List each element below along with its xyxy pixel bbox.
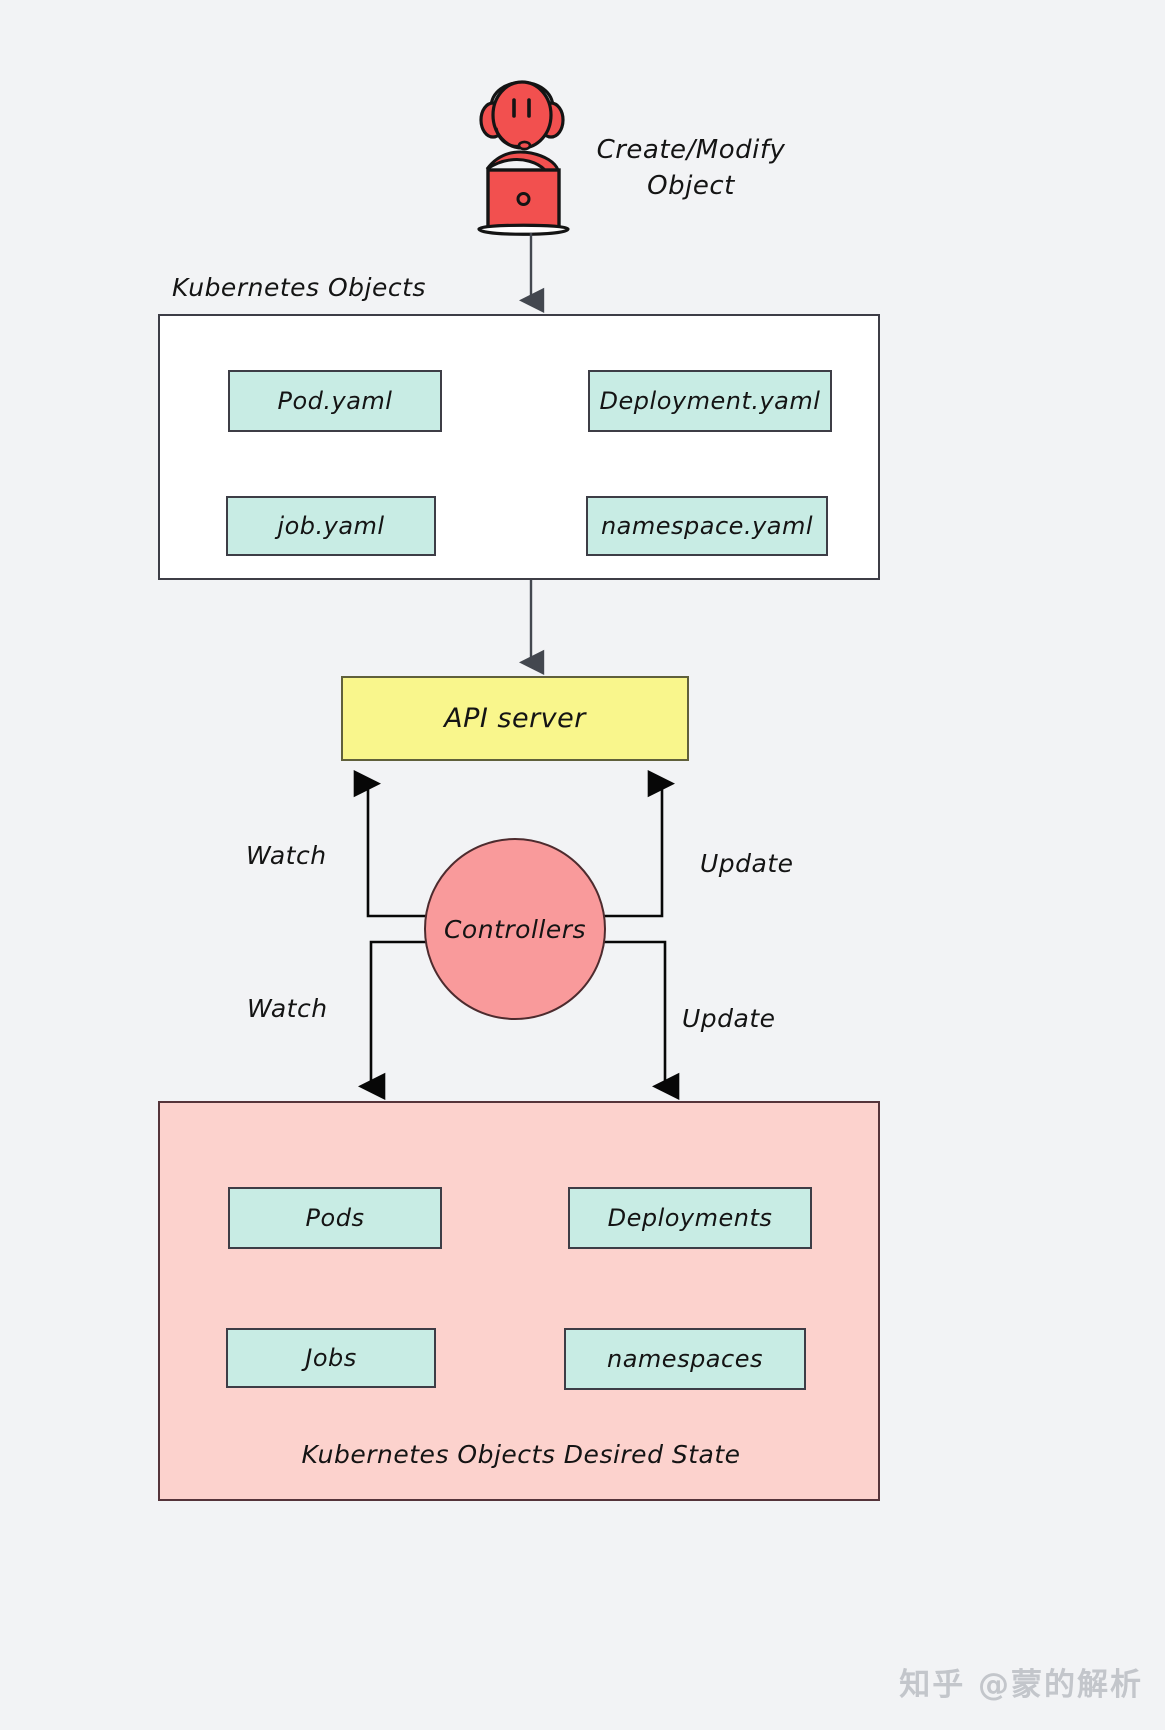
chip-deployment-yaml[interactable]: Deployment.yaml <box>588 370 832 432</box>
edge-label-watch-bottom: Watch <box>247 994 328 1023</box>
chip-namespaces[interactable]: namespaces <box>564 1328 806 1390</box>
chip-pods[interactable]: Pods <box>228 1187 442 1249</box>
chip-pod-yaml[interactable]: Pod.yaml <box>228 370 442 432</box>
chip-job-yaml[interactable]: job.yaml <box>226 496 436 556</box>
controllers-node[interactable]: Controllers <box>424 838 606 1020</box>
desired-state-panel: Pods Deployments Jobs namespaces Kuberne… <box>158 1101 880 1501</box>
desired-state-caption: Kubernetes Objects Desired State <box>301 1440 741 1469</box>
actor-label-line2: Object <box>647 171 735 201</box>
k8s-objects-panel: Pod.yaml Deployment.yaml job.yaml namesp… <box>158 314 880 580</box>
watermark: 知乎 @蒙的解析 <box>899 1667 1143 1703</box>
actor-label-line1: Create/Modify <box>596 135 786 165</box>
edge-label-update-bottom: Update <box>682 1004 776 1033</box>
edge-label-update-top: Update <box>700 849 794 878</box>
api-server-box[interactable]: API server <box>341 676 689 761</box>
chip-jobs[interactable]: Jobs <box>226 1328 436 1388</box>
chip-deployments[interactable]: Deployments <box>568 1187 812 1249</box>
chip-namespace-yaml[interactable]: namespace.yaml <box>586 496 828 556</box>
edge-label-watch-top: Watch <box>246 841 327 870</box>
person-with-headset-laptop-icon <box>477 80 570 236</box>
actor-label: Create/Modify Object <box>595 132 787 204</box>
k8s-objects-title: Kubernetes Objects <box>172 273 426 302</box>
